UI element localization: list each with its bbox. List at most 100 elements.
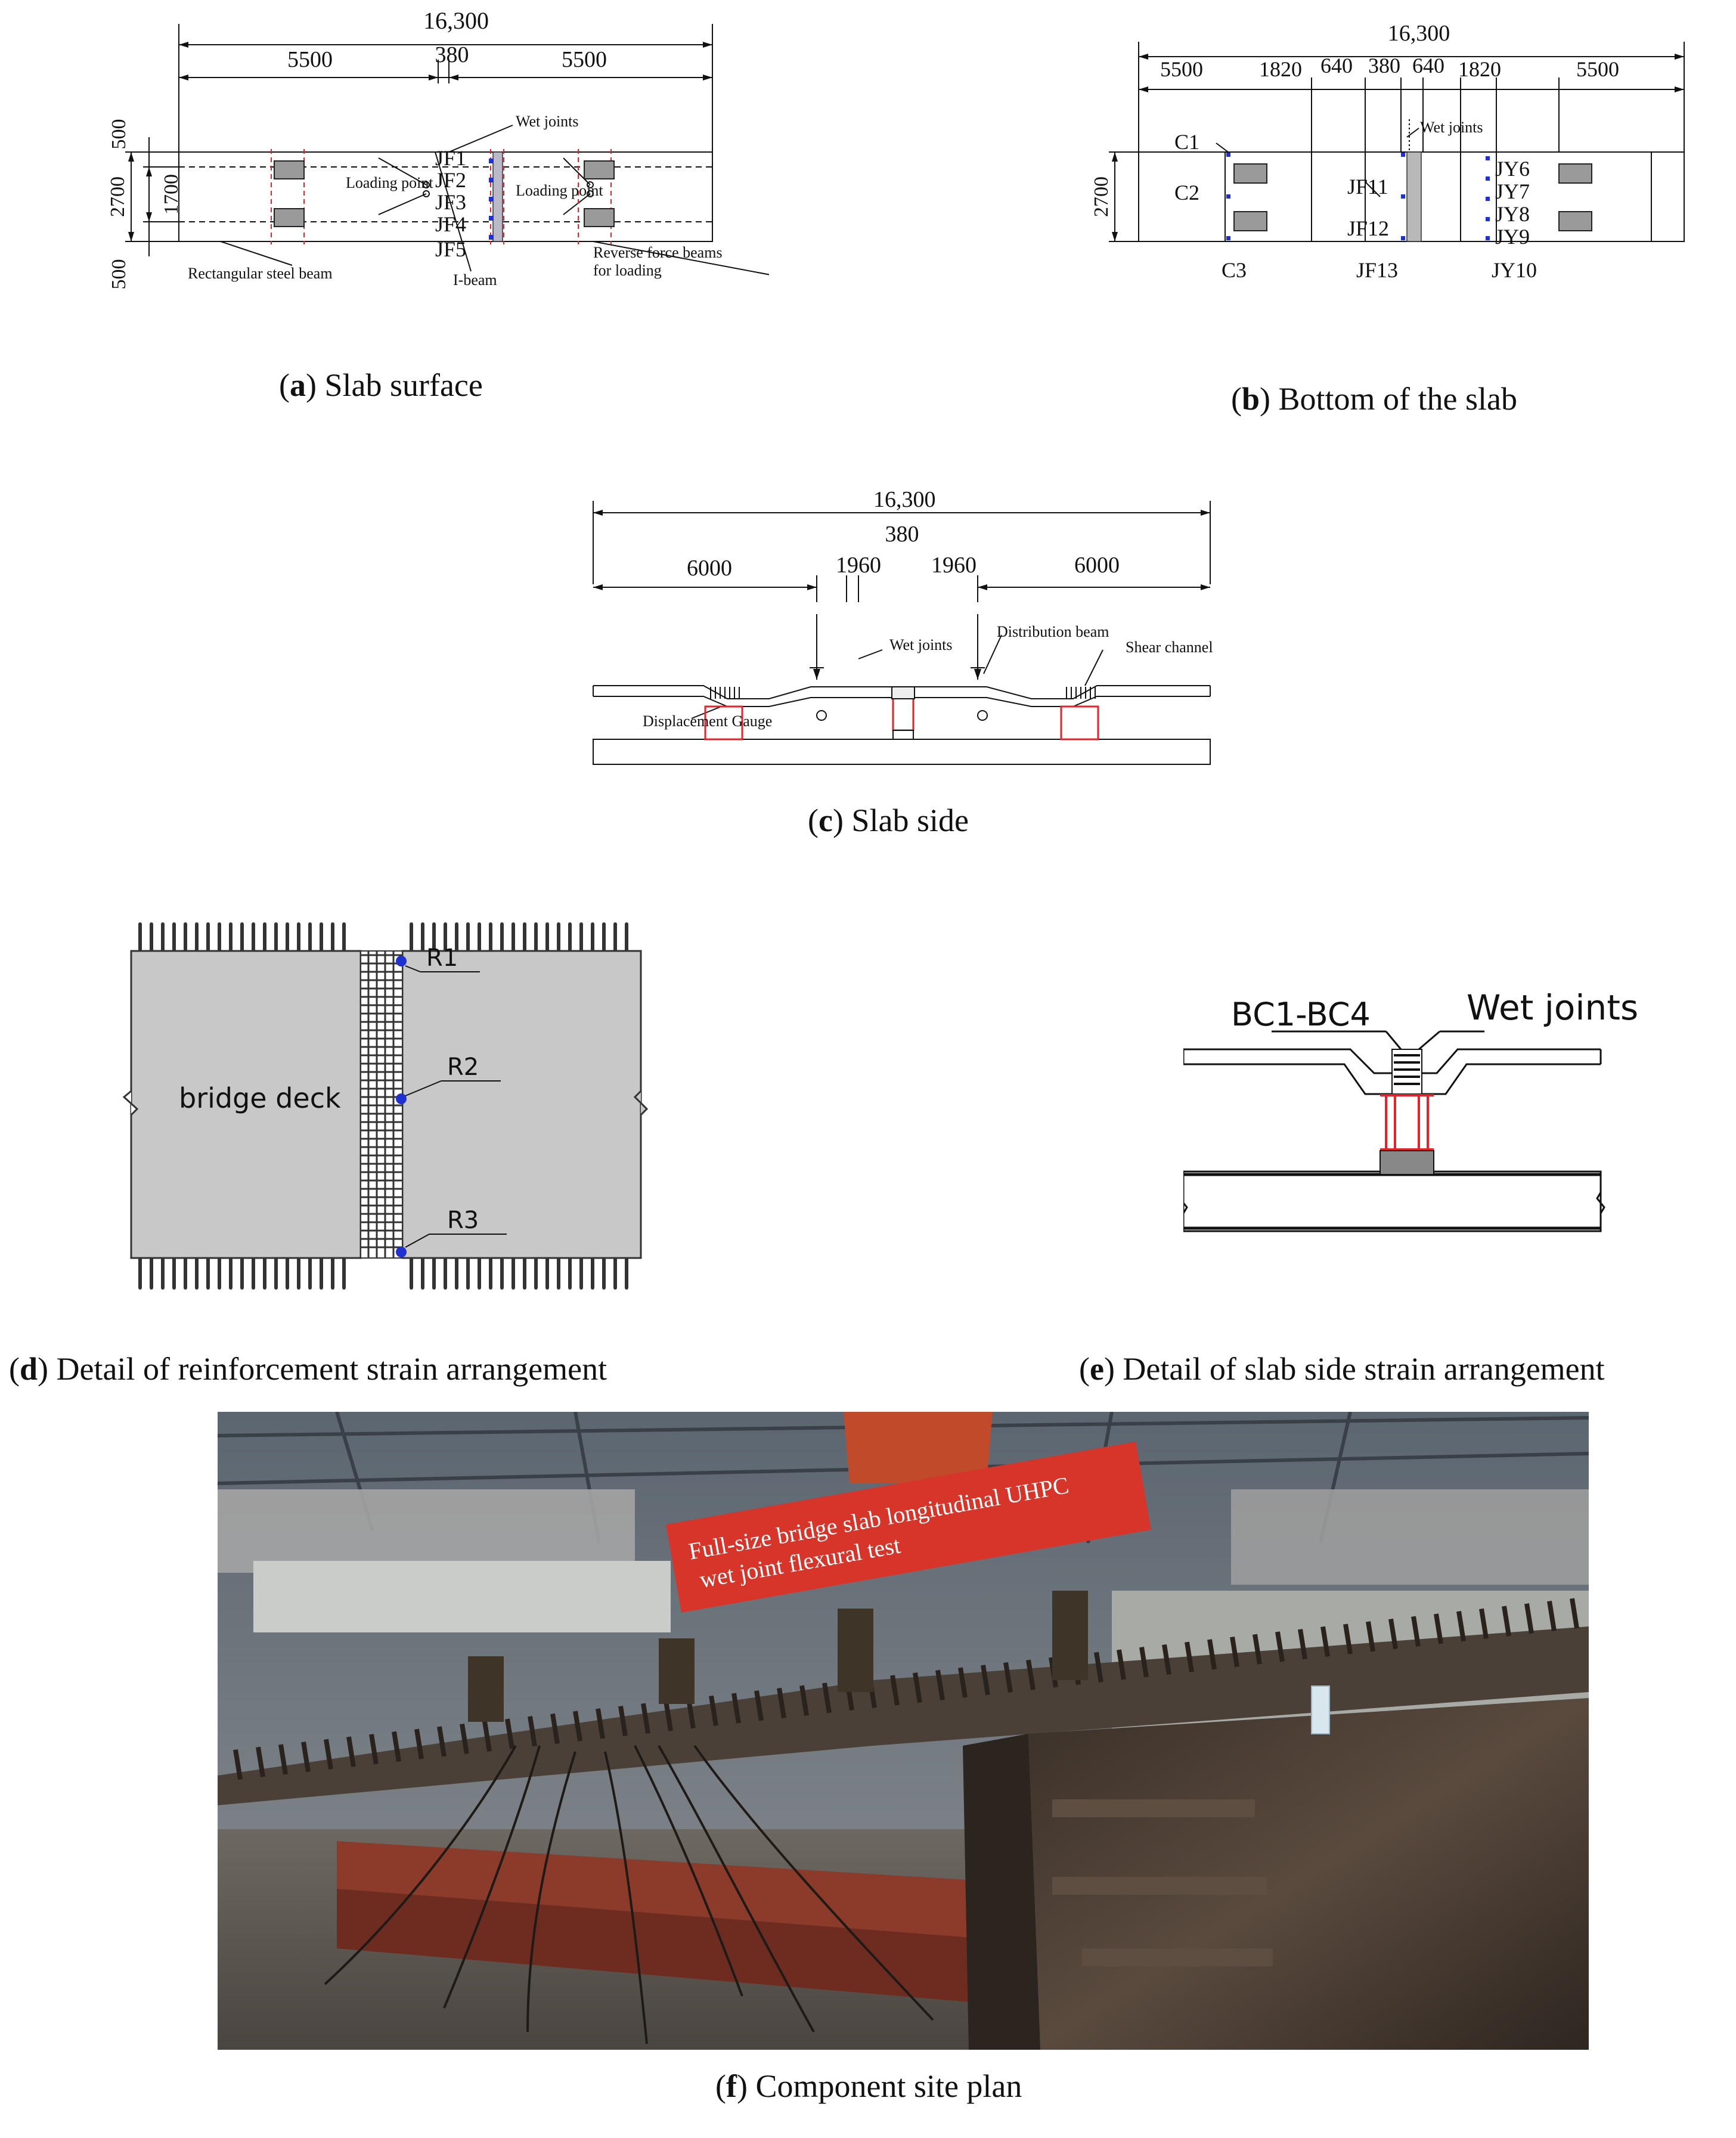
rebar-loop [278, 1744, 288, 1775]
label-wet-joints: Wet joints [1467, 987, 1638, 1028]
dim-height: 2700 [107, 176, 129, 217]
rebar-loop [346, 1736, 356, 1767]
dim-3: 1960 [931, 553, 976, 578]
label-reverse-beams-1: Reverse force beams [593, 244, 723, 261]
dim-total: 16,300 [873, 487, 936, 512]
rebar-loop [913, 1672, 922, 1703]
caption-b-letter: b [1241, 381, 1260, 417]
rebar-loop [482, 1721, 492, 1752]
panel-e-side-strain: BC1-BC4 Wet joints [1183, 966, 1660, 1252]
rebar-loop [256, 1746, 265, 1777]
caption-c-letter: c [818, 802, 833, 838]
caption-d: (d) Detail of reinforcement strain arran… [9, 1351, 607, 1387]
gauge-jy8: JY8 [1495, 202, 1530, 226]
caption-c-text: ) Slab side [832, 802, 969, 838]
rebar-loop [709, 1695, 718, 1727]
rebar-loop [777, 1687, 786, 1719]
dim-6: 1820 [1458, 57, 1501, 81]
label-wet-joints: Wet joints [516, 113, 579, 130]
rebar-loop [1547, 1600, 1557, 1632]
caption-d-text: ) Detail of reinforcement strain arrange… [38, 1351, 607, 1387]
rebar-loop [392, 1731, 401, 1762]
dim-1: 5500 [1160, 57, 1203, 81]
gauge-jf1: JF1 [435, 146, 466, 170]
gauge-jf12: JF12 [1347, 216, 1389, 240]
label-shear-channel: Shear channel [1126, 639, 1213, 656]
label-bc1-bc4: BC1-BC4 [1231, 996, 1371, 1033]
rebar-loop [935, 1669, 945, 1701]
label-loading-point-right: Loading point [516, 182, 603, 199]
rebar-ends [138, 922, 628, 1290]
dim-mid: 380 [435, 42, 469, 67]
rebar-loop [731, 1693, 741, 1724]
rebar-loop [1320, 1626, 1330, 1657]
rebar-loop [1524, 1603, 1534, 1634]
caption-d-letter: d [19, 1351, 38, 1387]
rebar-loop [324, 1739, 333, 1770]
rebar-loop [1253, 1634, 1262, 1665]
caption-e: (e) Detail of slab side strain arrangeme… [1079, 1351, 1605, 1387]
rebar-loop [664, 1700, 673, 1731]
gauge-dot-r3 [396, 1247, 407, 1257]
label-loading-point-left: Loading point [346, 174, 433, 191]
gauge-jy10: JY10 [1492, 258, 1537, 282]
joint-mesh [361, 951, 402, 1258]
rebar-loop [1139, 1647, 1149, 1678]
deck-left [130, 950, 362, 1259]
deck-right [401, 950, 642, 1259]
gauge-jf11: JF11 [1347, 175, 1388, 199]
panel-c-slab-side: 16,300 380 6000 1960 1960 6000 Wet joint… [572, 477, 1228, 775]
dim-v-bot: 500 [108, 259, 130, 290]
rebar-loop [528, 1716, 537, 1747]
rebar-loop [958, 1667, 968, 1698]
caption-f-text: ) Component site plan [736, 2068, 1022, 2104]
slab-rebar [233, 1598, 1579, 1780]
label-wet-joints: Wet joints [889, 636, 953, 653]
label-displacement-gauge: Displacement Gauge [643, 712, 772, 730]
rebar-loop [1094, 1651, 1103, 1683]
dim-total: 16,300 [423, 7, 489, 34]
rebar-loop [233, 1749, 243, 1780]
gauge-jf2: JF2 [435, 168, 466, 192]
caption-a: (a) Slab surface [279, 367, 483, 403]
panel-c-drawing: 16,300 380 6000 1960 1960 6000 Wet joint… [593, 487, 1213, 765]
rebar-loop [1411, 1616, 1421, 1647]
panel-e-drawing: BC1-BC4 Wet joints [1183, 987, 1638, 1232]
rebar-loop [1456, 1611, 1466, 1642]
rebar-loop [1026, 1659, 1036, 1690]
dim-4: 380 [1368, 54, 1400, 78]
rebar-loop [1570, 1598, 1579, 1629]
rebar-loop [1298, 1629, 1307, 1660]
panel-f-site-photo: Full-size bridge slab longitudinal UHPC … [218, 1412, 1589, 2050]
rebar-loop [550, 1713, 560, 1745]
rebar-loop [369, 1734, 379, 1765]
rebar-loop [1502, 1606, 1511, 1637]
dim-5: 640 [1412, 54, 1444, 78]
gauge-jf4: JF4 [435, 212, 466, 236]
gauge-jf13: JF13 [1356, 258, 1398, 282]
rebar-loop [1117, 1649, 1126, 1680]
dim-total: 16,300 [1388, 21, 1450, 46]
rebar-loop [1275, 1631, 1285, 1662]
rebar-loop [1230, 1636, 1239, 1668]
gauge-dot-r1 [396, 956, 407, 966]
panel-d-drawing: R1 R2 R3 bridge deck [122, 922, 649, 1290]
rebar-loop [641, 1703, 650, 1734]
panel-b-slab-bottom: 16,300 5500 1820 640 380 640 1820 5500 2… [1055, 0, 1735, 310]
panel-a-slab-surface: 16,300 5500 380 5500 500 2700 1700 500 W… [54, 0, 769, 310]
rebar-loop [573, 1711, 582, 1742]
gauge-c1: C1 [1174, 130, 1199, 154]
rebar-loop [618, 1705, 628, 1737]
rebar-loop [301, 1742, 311, 1773]
gauge-r2: R2 [447, 1053, 479, 1081]
dim-v-top: 500 [108, 119, 130, 150]
rebar-loop [1343, 1623, 1353, 1654]
gauge-jy6: JY6 [1495, 157, 1530, 181]
label-distribution-beam: Distribution beam [997, 623, 1109, 640]
dim-left: 5500 [287, 47, 333, 72]
rebar-loop [460, 1724, 469, 1755]
rebar-loop [799, 1685, 809, 1716]
label-i-beam: I-beam [453, 271, 497, 289]
caption-f: (f) Component site plan [715, 2068, 1022, 2104]
caption-a-letter: a [289, 367, 306, 403]
